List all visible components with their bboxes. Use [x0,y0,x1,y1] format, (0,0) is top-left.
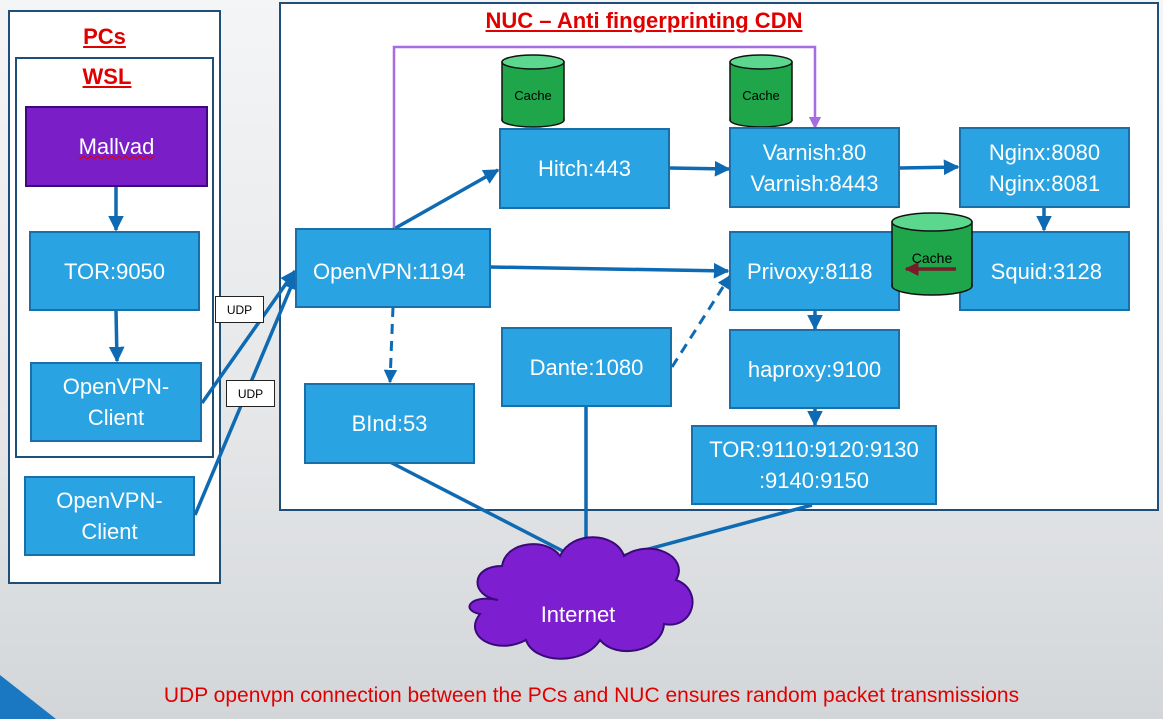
feedback-arrow-openvpn-varnish [392,45,822,228]
openvpn-server-node[interactable]: OpenVPN:1194 [295,228,491,308]
openvpn-client-wsl-node[interactable]: OpenVPN- Client [30,362,202,442]
haproxy-node[interactable]: haproxy:9100 [729,329,900,409]
dante-node[interactable]: Dante:1080 [501,327,672,407]
cache-icon-varnish [729,54,793,128]
cloud-icon [468,536,694,660]
arrow-wsl-client-openvpn [200,269,297,405]
bind-node[interactable]: BInd:53 [304,383,475,464]
mallvad-node[interactable]: Mallvad [25,106,208,187]
nginx-node[interactable]: Nginx:8080 Nginx:8081 [959,127,1130,208]
arrow-openvpn-privoxy [489,262,730,279]
pcs-title: PCs [83,24,126,49]
arrow-bind-internet [389,460,590,566]
arrow-tor-openvpn-client [108,309,125,363]
arrow-openvpn-hitch [391,168,500,232]
arrow-hitch-varnish [669,160,731,177]
squid-node[interactable]: Squid:3128 [959,231,1130,311]
dashed-arrow-openvpn-bind [383,306,398,384]
cache-label-hitch: Cache [514,88,552,103]
dashed-arrow-dante-privoxy [670,274,732,368]
udp-label-1: UDP [215,296,264,323]
arrow-varnish-nginx [899,159,960,176]
varnish-node[interactable]: Varnish:80 Varnish:8443 [729,127,900,208]
corner-decoration [0,675,56,719]
privoxy-node[interactable]: Privoxy:8118 [729,231,900,311]
udp-label-2: UDP [226,380,275,407]
internet-label: Internet [540,602,616,627]
hitch-node[interactable]: Hitch:443 [499,128,670,209]
tor-multi-node[interactable]: TOR:9110:9120:9130 :9140:9150 [691,425,937,505]
cache-icon-hitch [501,54,565,128]
nuc-title: NUC – Anti fingerprinting CDN [485,8,803,33]
cache-label-varnish: Cache [742,88,780,103]
openvpn-client-pc-node[interactable]: OpenVPN- Client [24,476,195,556]
tor-9050-node[interactable]: TOR:9050 [29,231,200,311]
cache-label-squid: Cache [911,250,953,266]
diagram-caption: UDP openvpn connection between the PCs a… [163,684,1020,707]
wsl-title: WSL [82,64,132,89]
cache-icon-squid [891,212,973,296]
